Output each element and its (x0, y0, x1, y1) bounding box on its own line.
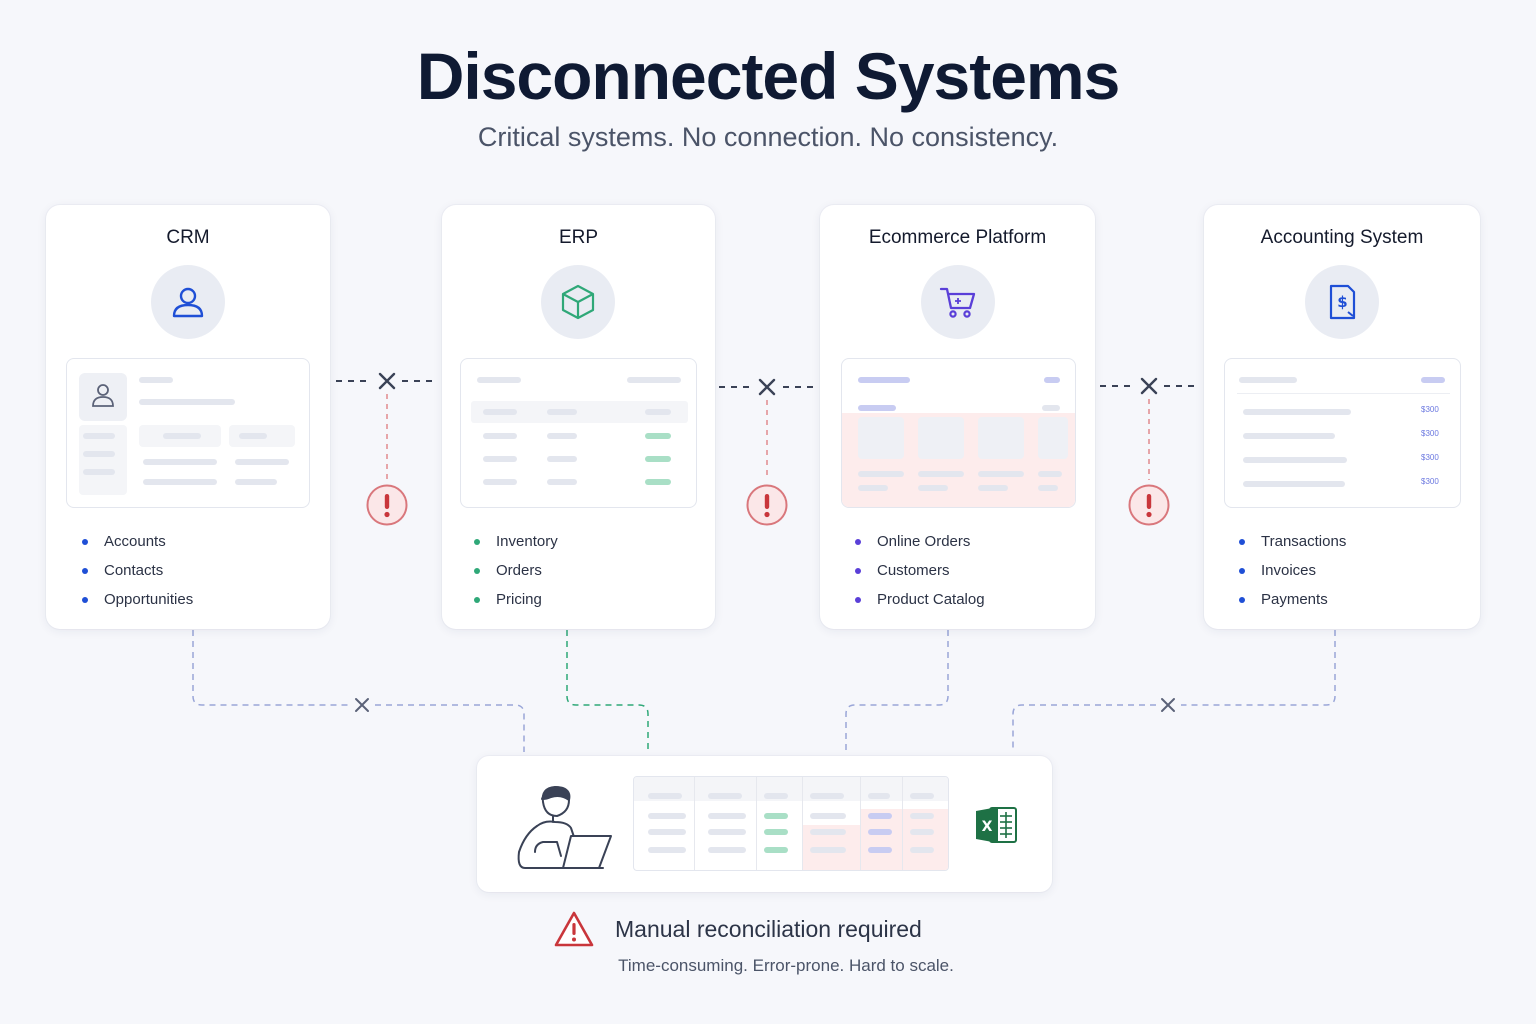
list-item: Payments (1239, 585, 1346, 614)
error-alert-icon (1128, 484, 1170, 526)
list-item: Opportunities (82, 585, 193, 614)
page-subtitle: Critical systems. No connection. No cons… (477, 122, 1059, 152)
accounting-feature-list: Transactions Invoices Payments (1239, 527, 1346, 614)
list-item: Pricing (474, 585, 558, 614)
list-item: Accounts (82, 527, 193, 556)
disconnected-x-icon (355, 698, 369, 712)
error-alert-icon (746, 484, 788, 526)
box-icon (541, 265, 615, 339)
spreadsheet-preview (633, 776, 949, 871)
disconnected-x-icon (1161, 698, 1175, 712)
manual-reconciliation-panel: X (477, 756, 1052, 892)
ecommerce-feature-list: Online Orders Customers Product Catalog (855, 527, 985, 614)
list-item: Orders (474, 556, 558, 585)
warning-subtitle: Time-consuming. Error-prone. Hard to sca… (618, 956, 954, 975)
error-alert-icon (366, 484, 408, 526)
cart-icon (921, 265, 995, 339)
amount-label: $300 (1421, 477, 1439, 486)
card-title: ERP (558, 227, 599, 248)
ecommerce-products-preview (841, 358, 1076, 508)
list-item: Online Orders (855, 527, 985, 556)
card-title: Ecommerce Platform (868, 227, 1047, 248)
list-item: Transactions (1239, 527, 1346, 556)
crm-record-preview (66, 358, 310, 508)
crm-feature-list: Accounts Contacts Opportunities (82, 527, 193, 614)
erp-feature-list: Inventory Orders Pricing (474, 527, 558, 614)
user-icon (151, 265, 225, 339)
person-laptop-icon (517, 786, 612, 869)
page-title: Disconnected Systems (416, 39, 1121, 113)
svg-text:X: X (982, 819, 993, 835)
list-item: Customers (855, 556, 985, 585)
svg-text:$: $ (1337, 293, 1347, 311)
user-icon (92, 384, 114, 407)
warning-title: Manual reconciliation required (615, 916, 922, 942)
amount-label: $300 (1421, 405, 1439, 414)
disconnected-x-icon (758, 378, 776, 396)
warning-triangle-icon (554, 911, 594, 947)
disconnected-x-icon (378, 372, 396, 390)
amount-label: $300 (1421, 429, 1439, 438)
invoice-dollar-icon: $ (1305, 265, 1379, 339)
list-item: Product Catalog (855, 585, 985, 614)
disconnected-x-icon (1140, 377, 1158, 395)
list-item: Invoices (1239, 556, 1346, 585)
erp-table-preview (460, 358, 697, 508)
excel-icon: X (976, 807, 1017, 843)
list-item: Inventory (474, 527, 558, 556)
card-title: CRM (166, 227, 210, 248)
system-card-crm: CRM Accounts Contacts Opportunities (46, 205, 330, 629)
card-title: Accounting System (1260, 227, 1424, 248)
system-card-erp: ERP Inventory Orders Pricing (442, 205, 715, 629)
amount-label: $300 (1421, 453, 1439, 462)
list-item: Contacts (82, 556, 193, 585)
accounting-ledger-preview: $300 $300 $300 $300 (1224, 358, 1461, 508)
system-card-accounting: Accounting System $ $300 $300 $300 $300 … (1204, 205, 1480, 629)
system-card-ecommerce: Ecommerce Platform Online Orders Custome… (820, 205, 1095, 629)
